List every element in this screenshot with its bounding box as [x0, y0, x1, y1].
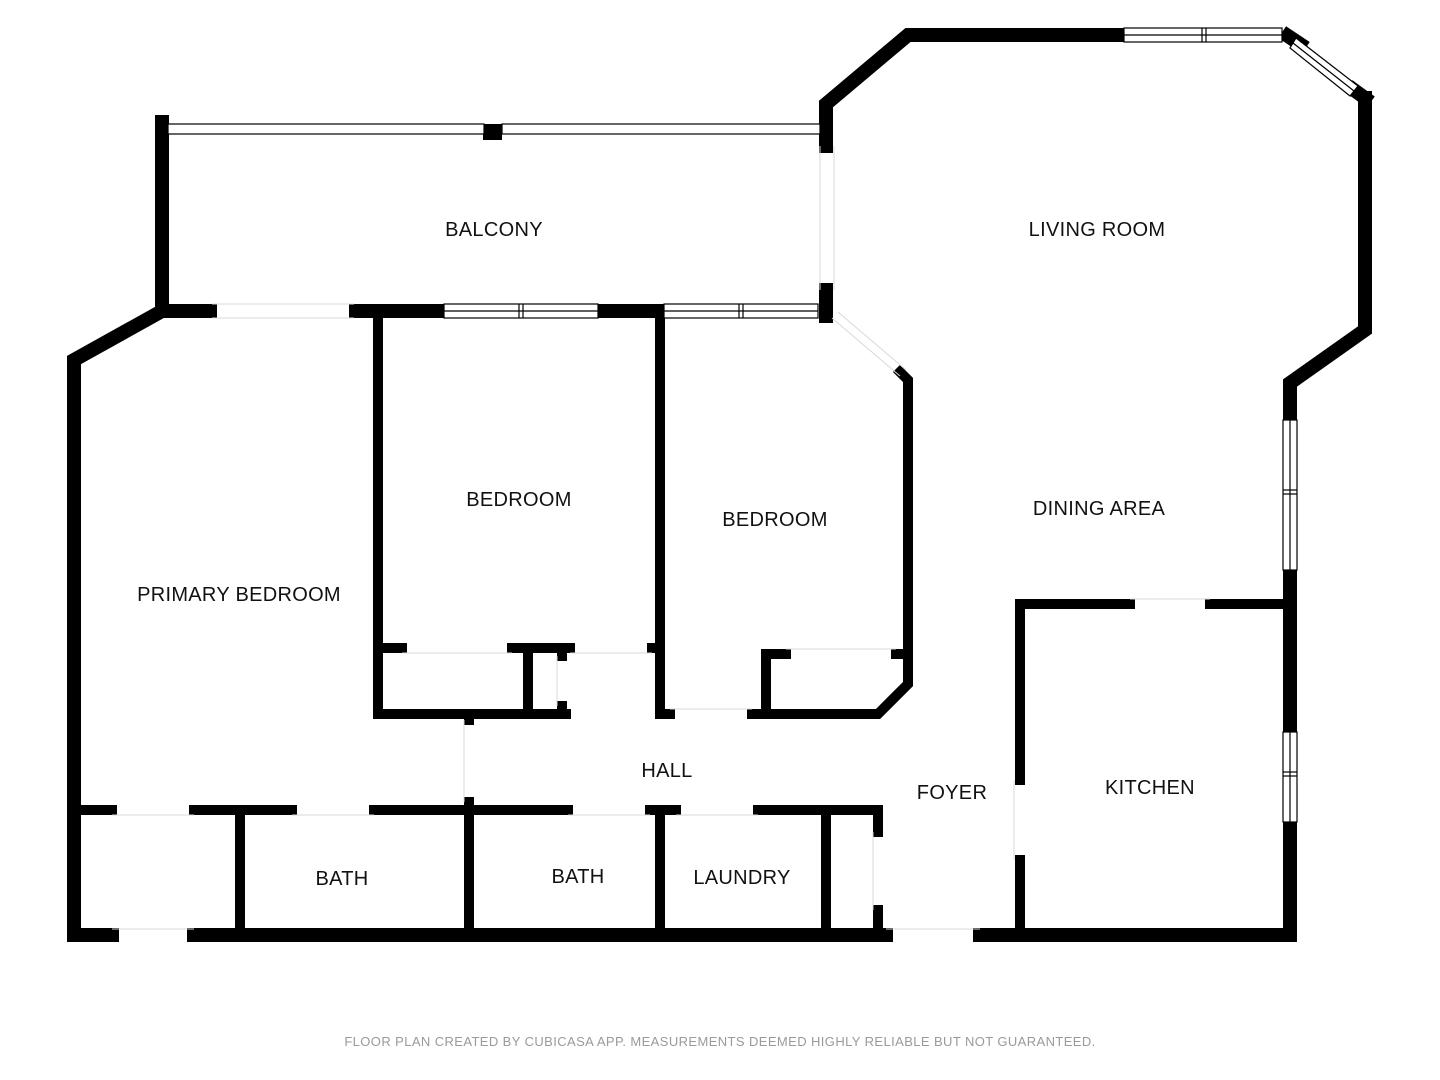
label-bath-1: BATH	[315, 868, 368, 890]
door-openings	[112, 146, 1210, 930]
interior-walls	[69, 304, 1295, 940]
label-hall: HALL	[641, 760, 692, 782]
room-labels: BALCONY LIVING ROOM DINING AREA BEDROOM …	[137, 219, 1195, 890]
windows	[167, 27, 1359, 823]
label-dining-area: DINING AREA	[1033, 498, 1166, 520]
label-bedroom-1: BEDROOM	[466, 489, 571, 511]
label-bath-2: BATH	[551, 866, 604, 888]
label-laundry: LAUNDRY	[693, 867, 790, 889]
label-balcony: BALCONY	[445, 219, 543, 241]
exterior-walls	[67, 26, 1375, 942]
label-bedroom-2: BEDROOM	[722, 509, 827, 531]
label-kitchen: KITCHEN	[1105, 777, 1195, 799]
label-living-room: LIVING ROOM	[1029, 219, 1166, 241]
label-primary-bedroom: PRIMARY BEDROOM	[137, 584, 341, 606]
disclaimer-footer: FLOOR PLAN CREATED BY CUBICASA APP. MEAS…	[344, 1034, 1096, 1049]
label-foyer: FOYER	[917, 782, 987, 804]
